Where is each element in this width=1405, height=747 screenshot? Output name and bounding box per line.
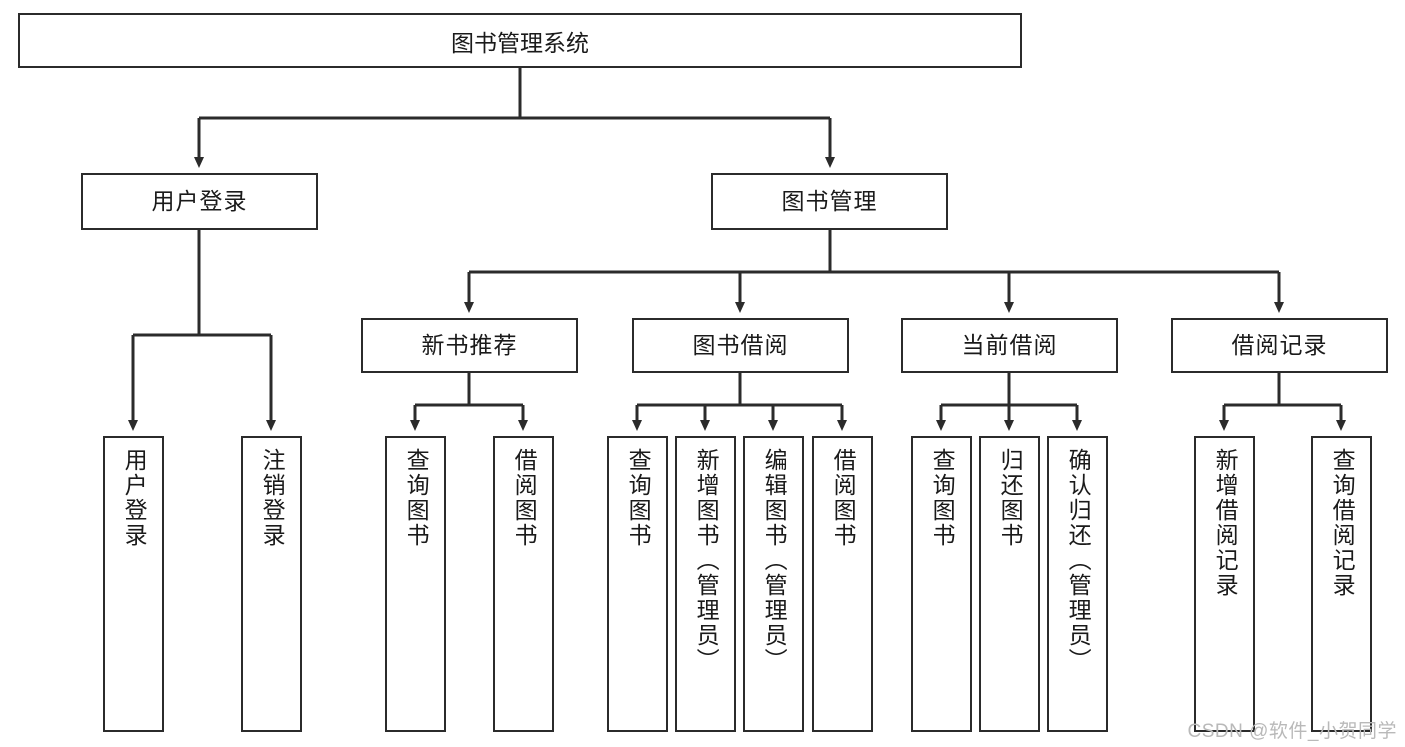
leaf-borrow-book-2[interactable]: 借阅图书 [812,436,873,732]
node-current-borrow[interactable]: 当前借阅 [901,318,1118,373]
node-book-borrow-label: 图书借阅 [692,331,789,358]
leaf-query-book-2[interactable]: 查询图书 [607,436,668,732]
leaf-query-record[interactable]: 查询借阅记录 [1311,436,1372,732]
leaf-query-book-3-label: 查询图书 [929,448,956,548]
leaf-add-record[interactable]: 新增借阅记录 [1194,436,1255,732]
node-borrow-record-label: 借阅记录 [1231,331,1328,358]
leaf-return-book-label: 归还图书 [997,448,1024,548]
leaf-query-book-2-label: 查询图书 [625,448,652,548]
node-user-login-label: 用户登录 [151,187,248,214]
leaf-edit-book-label: 编辑图书（管理员） [761,448,788,673]
leaf-edit-book[interactable]: 编辑图书（管理员） [743,436,804,732]
leaf-query-record-label: 查询借阅记录 [1329,448,1356,598]
leaf-query-book-3[interactable]: 查询图书 [911,436,972,732]
node-user-login[interactable]: 用户登录 [81,173,318,230]
node-new-book-recommend[interactable]: 新书推荐 [361,318,578,373]
node-book-management-label: 图书管理 [781,187,878,214]
node-book-borrow[interactable]: 图书借阅 [632,318,849,373]
leaf-add-book[interactable]: 新增图书（管理员） [675,436,736,732]
leaf-user-login[interactable]: 用户登录 [103,436,164,732]
leaf-add-record-label: 新增借阅记录 [1212,448,1239,598]
leaf-borrow-book-1[interactable]: 借阅图书 [493,436,554,732]
leaf-borrow-book-2-label: 借阅图书 [830,448,857,548]
leaf-add-book-label: 新增图书（管理员） [693,448,720,673]
leaf-query-book-1[interactable]: 查询图书 [385,436,446,732]
leaf-logout-login-label: 注销登录 [259,448,286,548]
leaf-user-login-label: 用户登录 [121,448,148,548]
watermark: CSDN @软件_小贺同学 [1187,721,1397,742]
node-borrow-record[interactable]: 借阅记录 [1171,318,1388,373]
leaf-logout-login[interactable]: 注销登录 [241,436,302,732]
node-book-management[interactable]: 图书管理 [711,173,948,230]
node-root-label: 图书管理系统 [451,29,589,56]
leaf-query-book-1-label: 查询图书 [403,448,430,548]
leaf-return-book[interactable]: 归还图书 [979,436,1040,732]
node-new-book-recommend-label: 新书推荐 [421,331,518,358]
leaf-borrow-book-1-label: 借阅图书 [511,448,538,548]
node-current-borrow-label: 当前借阅 [961,331,1058,358]
leaf-confirm-return[interactable]: 确认归还（管理员） [1047,436,1108,732]
leaf-confirm-return-label: 确认归还（管理员） [1065,448,1092,673]
node-root-system[interactable]: 图书管理系统 [18,13,1022,68]
